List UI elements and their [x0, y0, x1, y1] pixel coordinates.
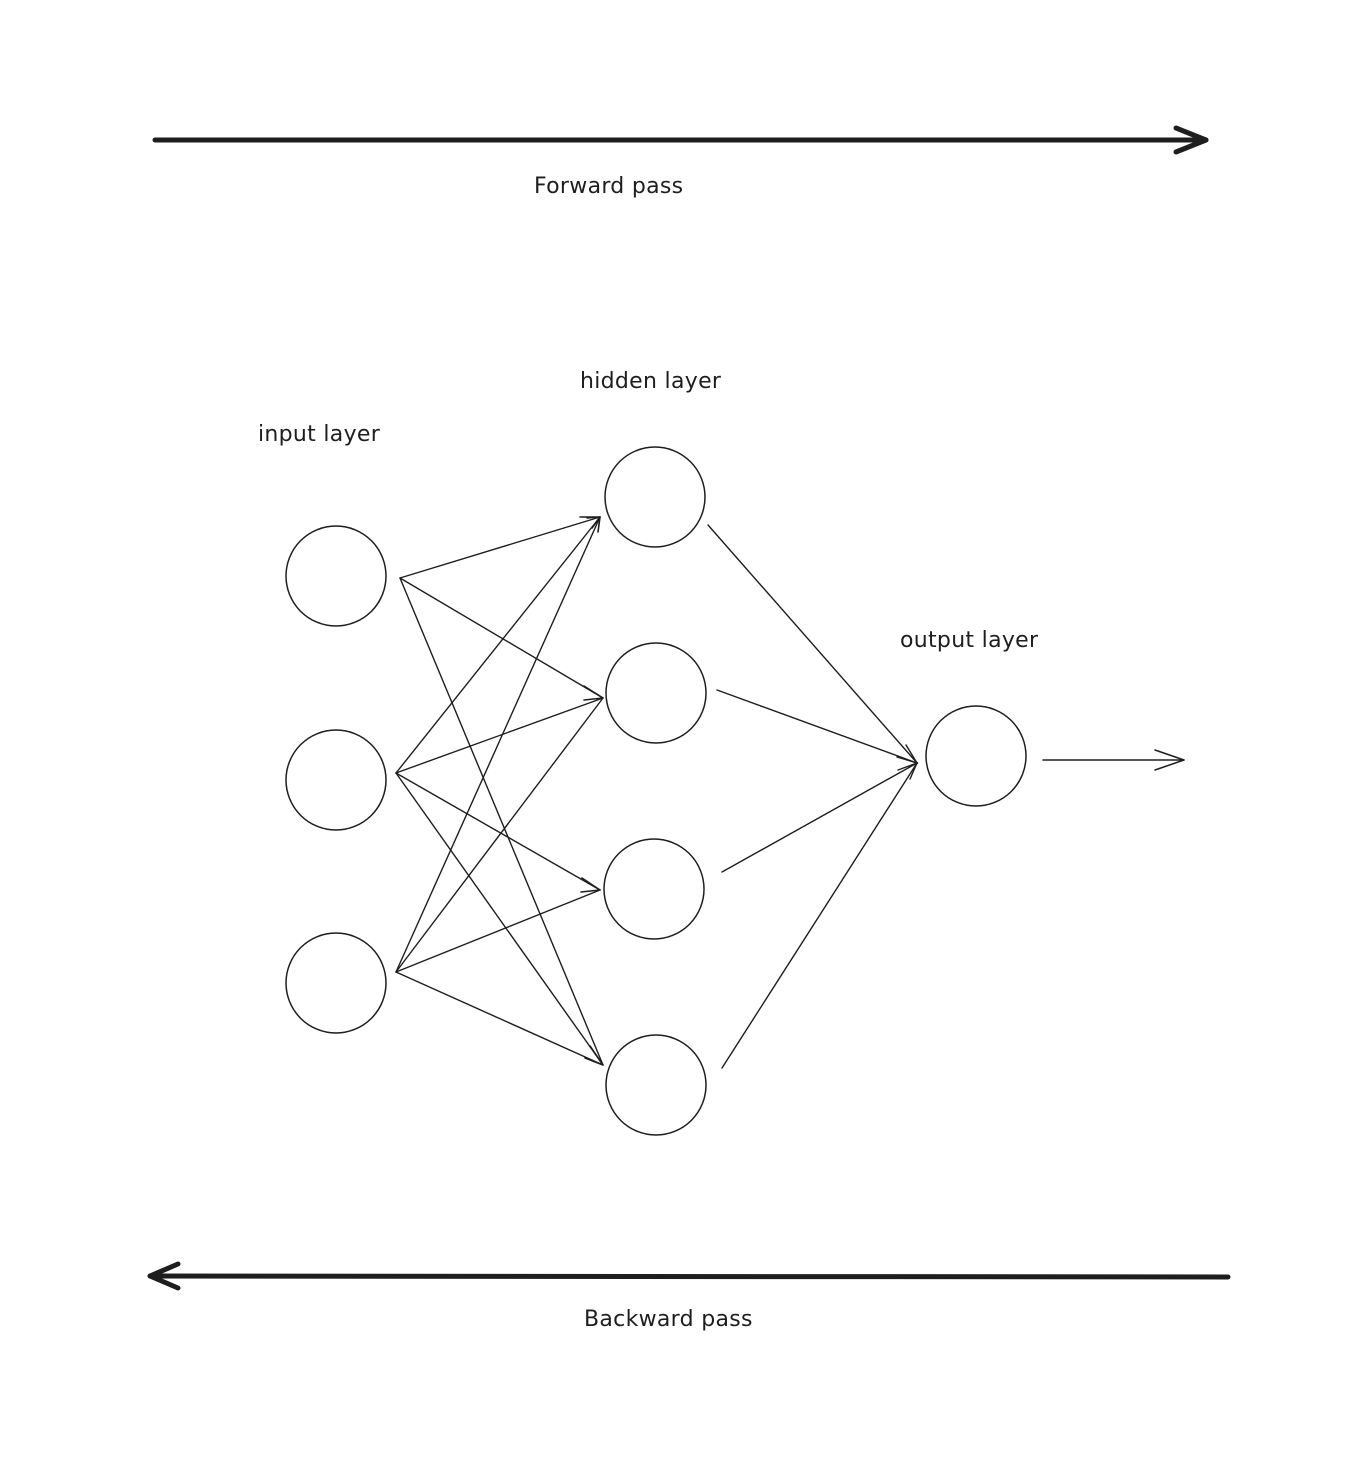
edge-i2-h4 — [395, 772, 604, 1066]
edge-i2-h2 — [395, 697, 604, 774]
input-node — [285, 525, 387, 627]
hidden-output-connections — [707, 524, 919, 1069]
input-nodes — [285, 525, 387, 1034]
hidden-node — [603, 838, 705, 940]
output-nodes — [925, 705, 1027, 807]
edge-i3-h4 — [395, 971, 604, 1066]
input-layer-label: input layer — [258, 422, 381, 447]
forward-pass-arrow — [152, 125, 1209, 155]
edge-i1-h2 — [399, 577, 604, 699]
input-node — [285, 932, 387, 1034]
output-arrow — [1042, 749, 1185, 771]
hidden-nodes — [603, 446, 707, 1136]
input-hidden-connections — [395, 516, 604, 1066]
edge-h1-o1 — [707, 524, 918, 764]
edge-i1-h1 — [399, 516, 601, 579]
edge-i3-h3 — [395, 889, 601, 973]
edge-h2-o1 — [716, 689, 918, 764]
edge-h3-o1 — [721, 762, 918, 873]
hidden-node — [605, 1034, 707, 1136]
edge-h4-o1 — [721, 762, 918, 1069]
output-layer-label: output layer — [900, 628, 1039, 653]
backward-pass-label: Backward pass — [584, 1307, 753, 1332]
hidden-node — [605, 642, 707, 744]
hidden-layer-label: hidden layer — [580, 369, 722, 394]
hidden-node — [604, 446, 706, 548]
edge-i2-h1 — [395, 516, 601, 774]
forward-pass-label: Forward pass — [534, 174, 683, 199]
hidden-arrowheads — [579, 516, 604, 1066]
input-node — [285, 729, 387, 831]
edge-i2-h3 — [395, 772, 601, 891]
edge-i3-h2 — [395, 697, 604, 973]
edge-i1-h4 — [399, 577, 604, 1066]
backward-pass-arrow — [147, 1261, 1231, 1291]
edge-i3-h1 — [395, 516, 601, 973]
output-node — [925, 705, 1027, 807]
